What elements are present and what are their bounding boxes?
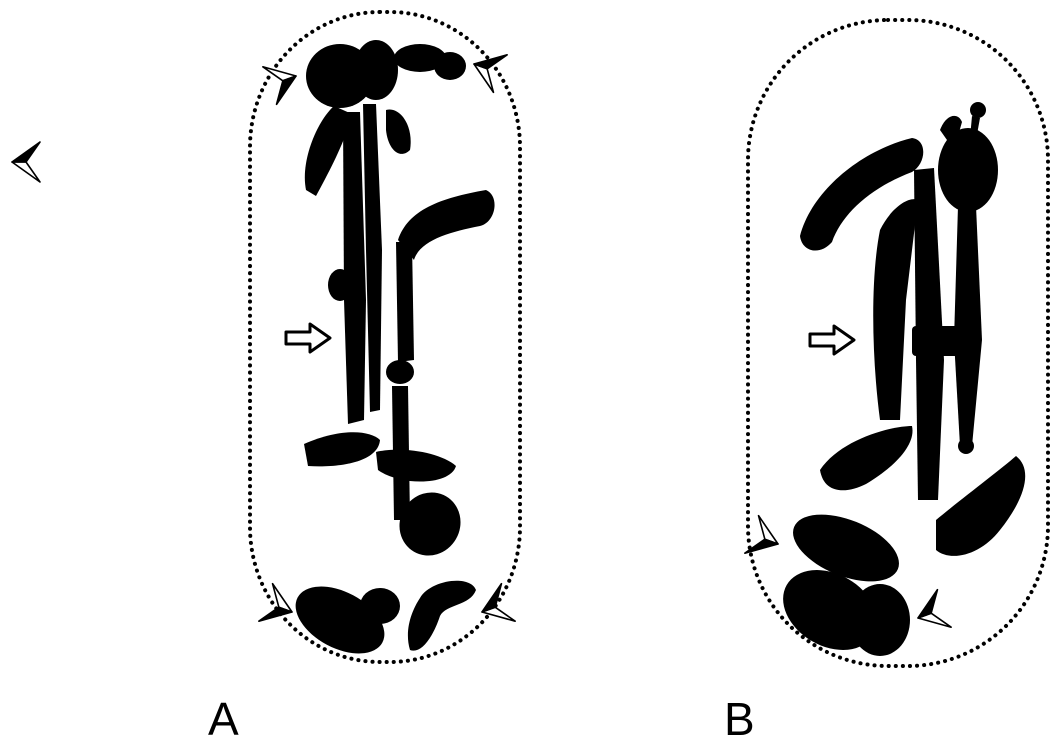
panel-label-a: A <box>208 693 239 740</box>
chromosome-cluster-top-a <box>306 40 466 108</box>
chromosome-cluster-bottom-b <box>769 501 910 666</box>
arrowhead-icon <box>12 142 40 182</box>
panel-b: B <box>724 20 1048 740</box>
arrowhead-icon <box>467 45 507 92</box>
hollow-arrow-icon <box>286 324 330 352</box>
panel-label-b: B <box>724 693 755 740</box>
hollow-arrow-icon <box>810 326 854 354</box>
arrowhead-icon <box>911 590 951 637</box>
chromosome-cluster-bottom-a <box>284 573 476 668</box>
arrowhead-icon <box>263 57 303 104</box>
panel-a: A <box>208 12 520 740</box>
chromosome-arm-a <box>304 104 495 567</box>
